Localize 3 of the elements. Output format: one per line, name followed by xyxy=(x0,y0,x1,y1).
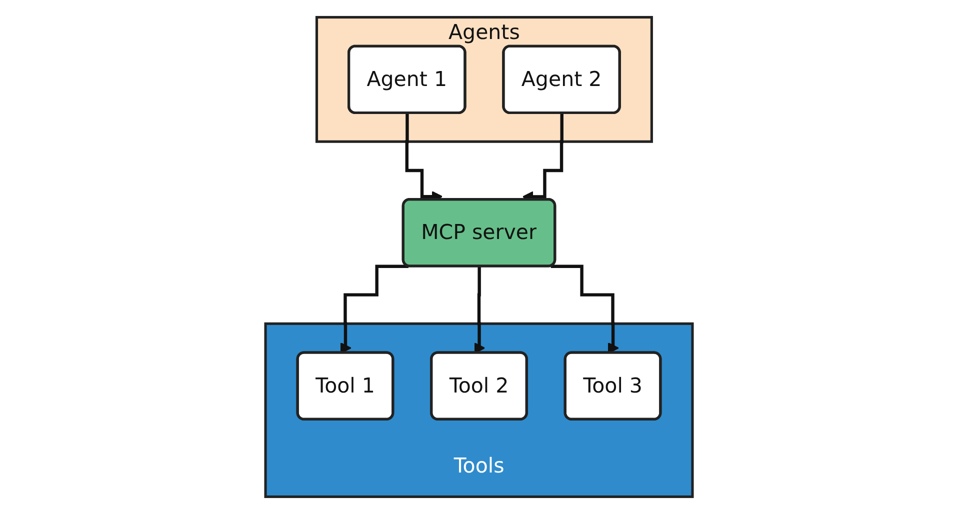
arrow xyxy=(474,264,486,354)
arrow xyxy=(340,264,408,354)
arrow xyxy=(550,264,619,354)
